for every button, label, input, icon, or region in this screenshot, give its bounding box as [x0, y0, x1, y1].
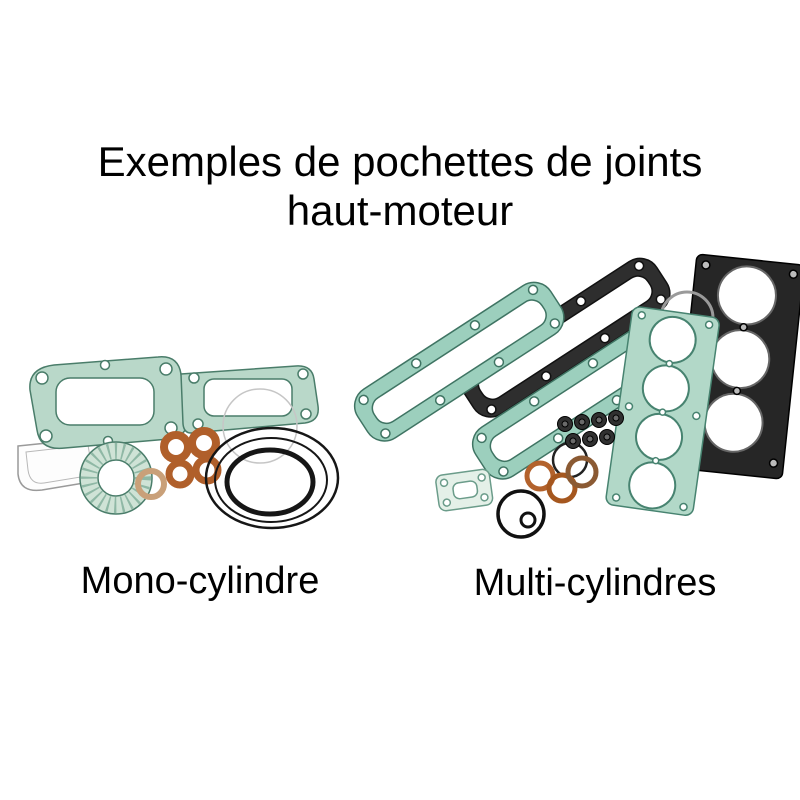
o-rings [204, 426, 340, 530]
base-gasket [29, 356, 319, 450]
multi-gasket-illustration [353, 253, 800, 539]
caption-multi-cylindres: Multi-cylindres [473, 562, 717, 604]
page-title-line1: Exemples de pochettes de joints [97, 138, 703, 185]
seal-ring [496, 489, 546, 539]
small-cover-gasket [435, 468, 494, 512]
multi-gasket-figure [335, 248, 800, 560]
copper-washers-multi [524, 455, 599, 504]
exhaust-gasket [79, 441, 153, 515]
valve-cover-gasket-dark [459, 257, 671, 418]
copper-washers [160, 427, 222, 489]
valve-stem-seals [557, 410, 624, 449]
valve-cover-gasket-a [353, 281, 565, 442]
clear-gasket-ring [222, 388, 298, 464]
fiber-washer [135, 468, 167, 500]
mono-gasket-illustration [17, 356, 340, 530]
caption-mono-cylindre: Mono-cylindre [80, 560, 320, 602]
mono-gasket-figure [8, 348, 353, 563]
head-gasket-teal [605, 306, 720, 517]
page-title: Exemples de pochettes de joints haut-mot… [0, 138, 800, 235]
head-gasket-dark [674, 253, 800, 480]
page-title-line2: haut-moteur [286, 186, 514, 234]
